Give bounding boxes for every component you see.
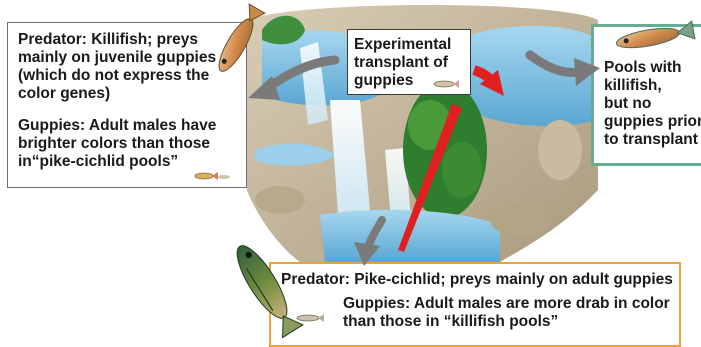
pools-line-4: guppies prior xyxy=(604,113,701,131)
transplant-label: Experimental transplant of guppies xyxy=(354,36,464,90)
pike-guppies-text: Guppies: Adult males are more drab in co… xyxy=(281,295,673,331)
pike-cichlid-pools-box: Predator: Pike-cichlid; preys mainly on … xyxy=(269,262,681,347)
pools-line-1: Pools with xyxy=(604,59,701,77)
killifish-pools-box: Predator: Killifish; preys mainly on juv… xyxy=(7,22,247,188)
transplant-label-box: Experimental transplant of guppies xyxy=(347,29,471,95)
pike-predator-text: Predator: Pike-cichlid; preys mainly on … xyxy=(281,271,673,289)
pools-line-3: but no xyxy=(604,95,701,113)
pools-line-5: to transplant xyxy=(604,131,701,149)
pools-line-2: killifish, xyxy=(604,77,701,95)
killifish-guppies-text: Guppies: Adult males have brighter color… xyxy=(18,117,236,171)
pools-without-guppies-box: Pools with killifish, but no guppies pri… xyxy=(591,24,701,166)
killifish-predator-text: Predator: Killifish; preys mainly on juv… xyxy=(18,31,236,103)
lower-pool xyxy=(320,210,500,262)
upper-right-pool xyxy=(470,26,598,126)
